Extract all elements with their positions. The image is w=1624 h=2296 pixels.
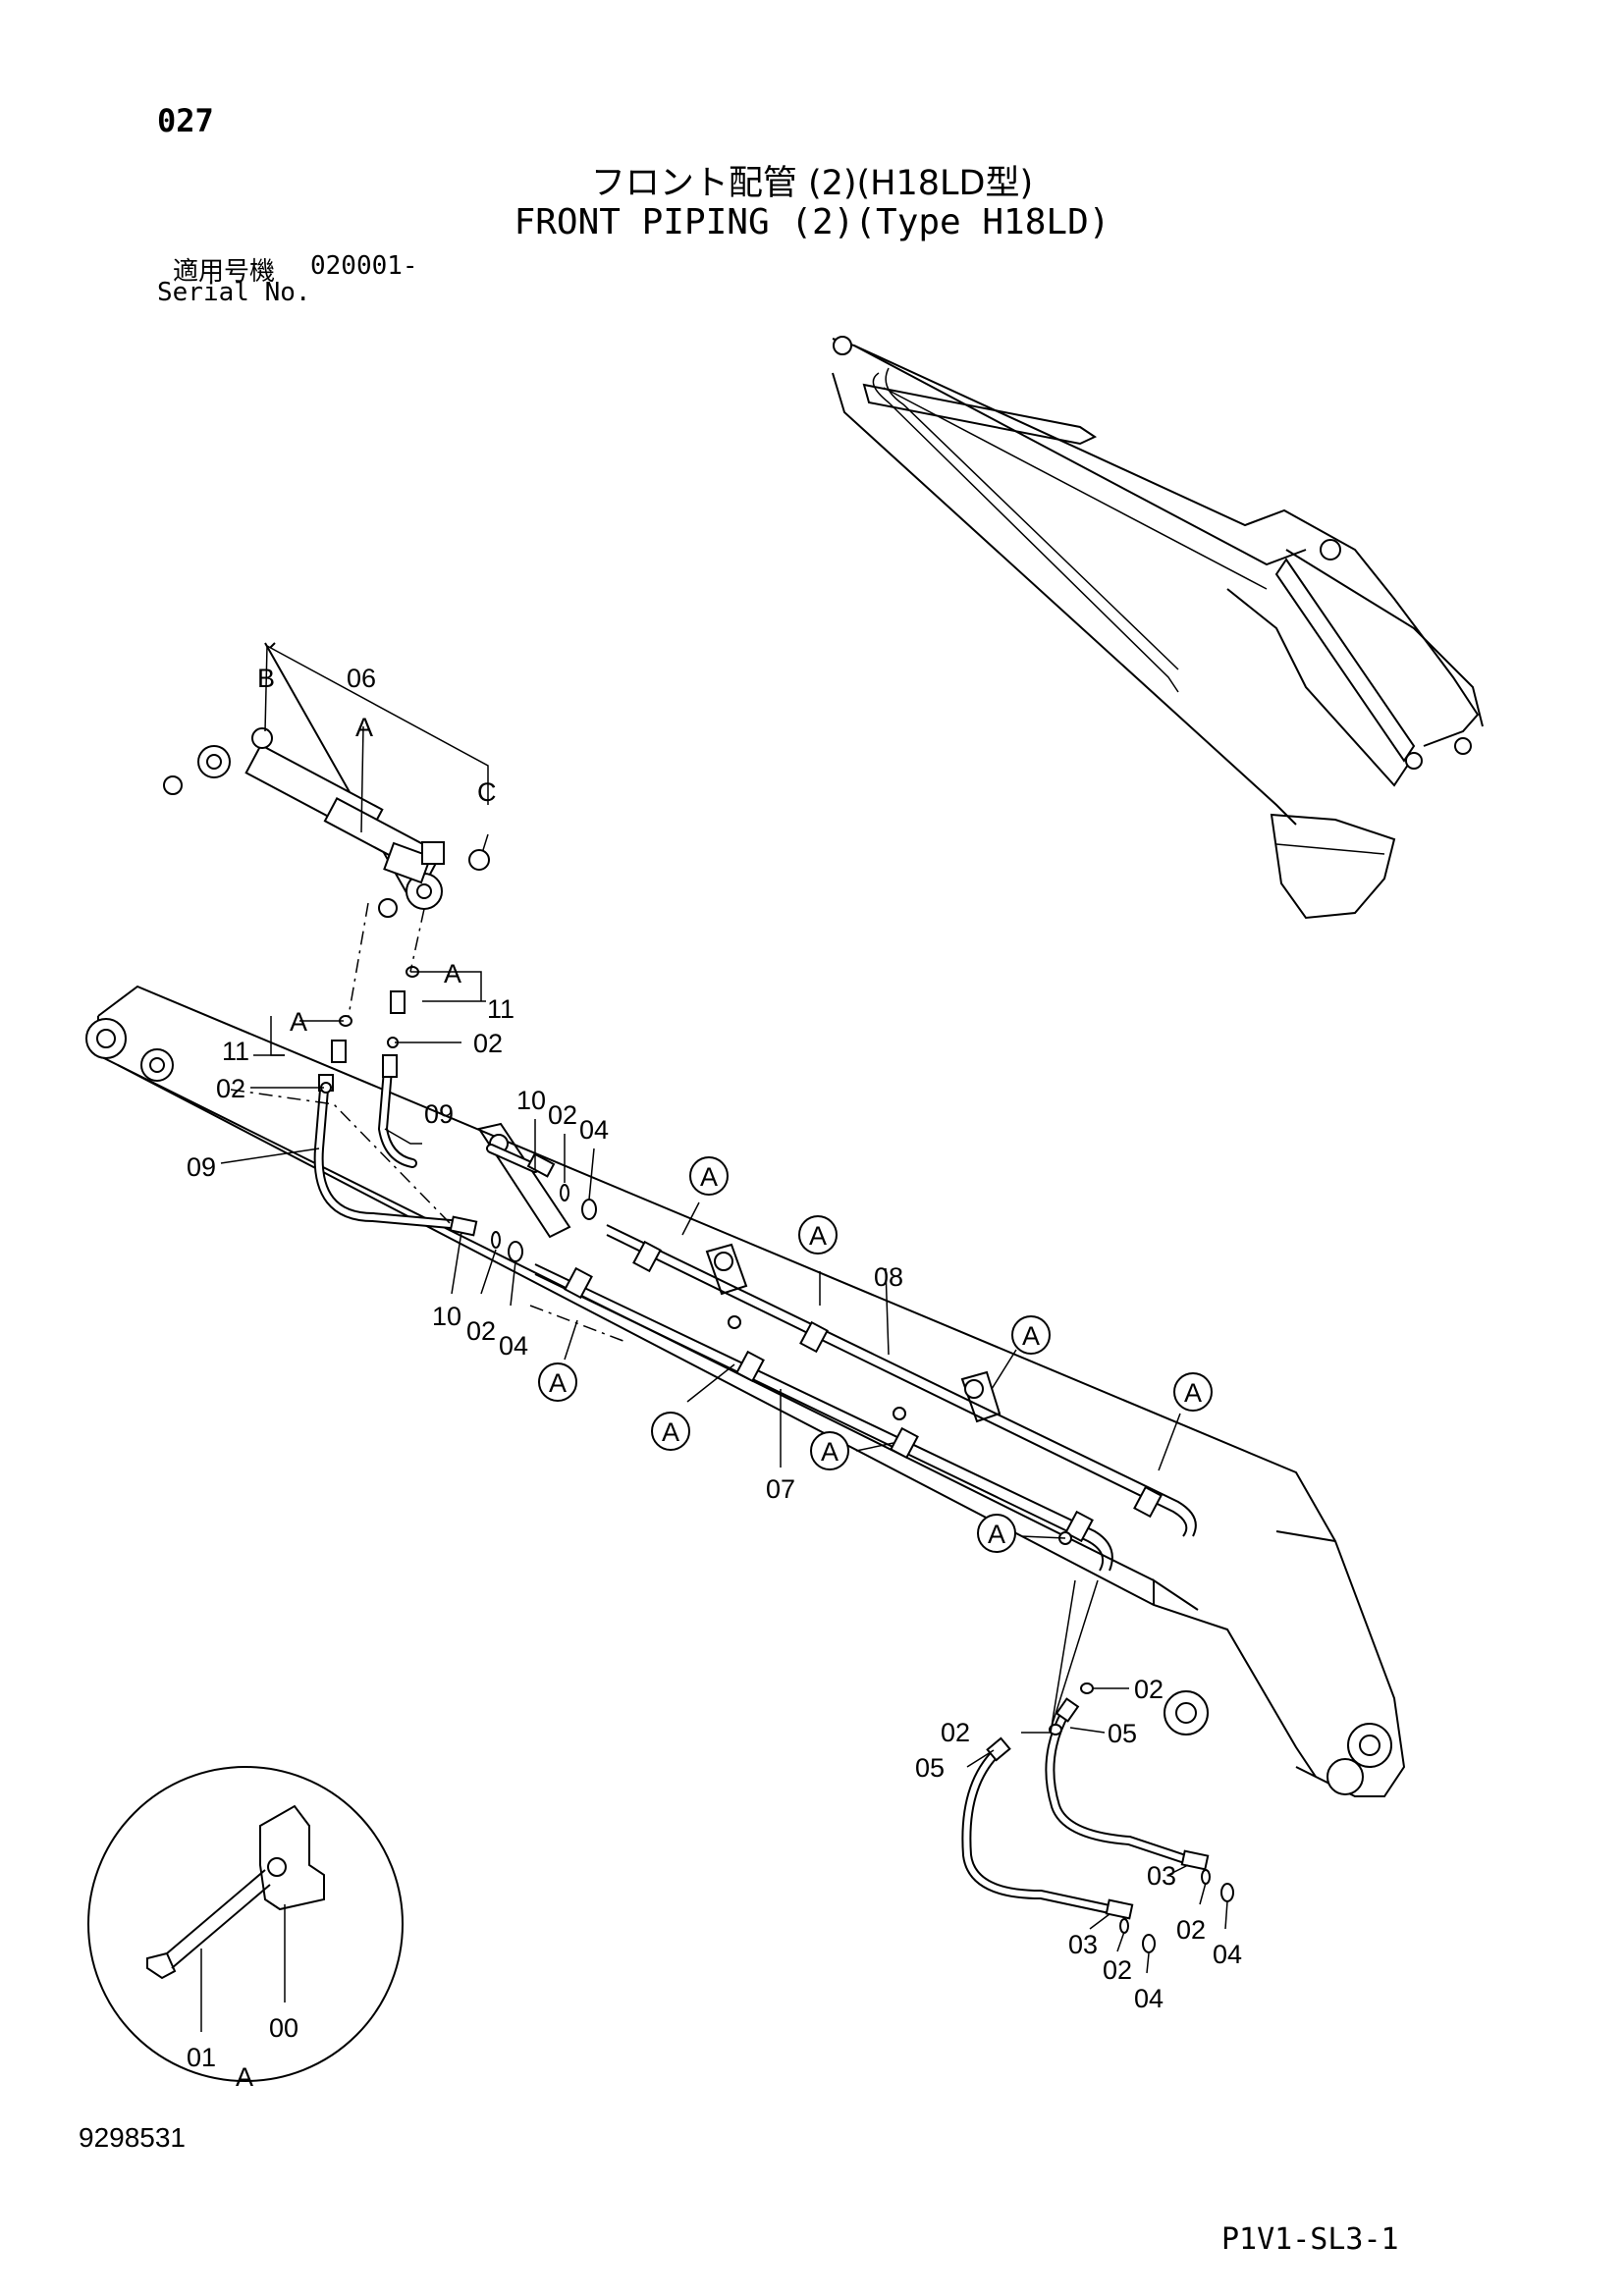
callout-11-left: 11 (222, 1037, 249, 1066)
circled-a-1: A (700, 1162, 718, 1192)
circled-a-3: A (1022, 1321, 1040, 1351)
detail-view-a (87, 1766, 404, 2082)
callout-02-upper: 02 (548, 1100, 577, 1130)
callout-c: C (477, 777, 497, 807)
callout-11-right: 11 (487, 994, 514, 1024)
document-number: 9298531 (79, 2122, 187, 2153)
seals-washers (320, 966, 1234, 1953)
callout-04-lower: 04 (499, 1331, 528, 1361)
circled-references (538, 1156, 1213, 1553)
circled-a-7: A (821, 1437, 839, 1467)
callout-02-lower: 02 (466, 1316, 496, 1346)
callout-08: 08 (874, 1262, 903, 1292)
callout-02-hose-left: 02 (1103, 1955, 1132, 1985)
callout-06: 06 (347, 664, 376, 693)
callout-03-right: 03 (1147, 1861, 1176, 1891)
callout-a-left-fitting: A (290, 1007, 307, 1037)
callout-02-right-arm: 02 (1134, 1675, 1164, 1704)
callout-10-lower: 10 (432, 1302, 461, 1331)
callout-02-hose-right: 02 (1176, 1915, 1206, 1945)
serial-label-japanese: 適用号機 (173, 257, 276, 287)
callout-02-left: 02 (216, 1074, 245, 1103)
circled-a-8: A (988, 1520, 1005, 1549)
circled-a-4: A (1184, 1378, 1202, 1408)
callout-07: 07 (766, 1474, 795, 1504)
callout-05-right: 05 (1108, 1719, 1137, 1748)
callout-02-right: 02 (473, 1029, 503, 1058)
serial-label-english: Serial No. (157, 278, 311, 307)
callout-05-left: 05 (915, 1753, 945, 1783)
hoses (313, 990, 1210, 1920)
title-english: FRONT PIPING (2)(Type H18LD) (514, 202, 1110, 242)
callout-labels: 06 A B C A 11 02 A 11 02 09 09 10 02 04 … (187, 664, 1242, 2092)
callout-04-hose-right: 04 (1213, 1940, 1242, 1969)
callout-09-lower: 09 (187, 1152, 216, 1182)
arm-body (85, 985, 1406, 1797)
cylinder-assembly (163, 642, 490, 918)
callout-03-left: 03 (1068, 1930, 1098, 1959)
page-number: 027 (157, 102, 214, 139)
circled-a-6: A (662, 1417, 679, 1447)
callout-00: 00 (269, 2013, 298, 2043)
excavator-front-overview (832, 336, 1484, 920)
serial-value: 020001- (310, 251, 418, 281)
callout-a-detail: A (236, 2062, 253, 2092)
arm-pipes (534, 1224, 1197, 1572)
callout-02-lower-arm: 02 (941, 1718, 970, 1747)
circled-a-5: A (549, 1368, 567, 1398)
callout-a-right-fitting: A (444, 959, 461, 988)
callout-09-upper: 09 (424, 1099, 454, 1129)
callout-01: 01 (187, 2043, 216, 2072)
title-japanese: フロント配管 (2)(H18LD型) (590, 164, 1034, 203)
callout-b: B (257, 664, 275, 693)
callout-10-upper: 10 (516, 1086, 546, 1115)
callout-04-upper: 04 (579, 1115, 609, 1145)
callout-a-cylinder: A (355, 713, 373, 742)
leader-lines (220, 902, 1228, 1974)
circled-a-2: A (809, 1221, 827, 1251)
sheet-reference: P1V1-SL3-1 (1221, 2222, 1399, 2257)
callout-04-hose-left: 04 (1134, 1984, 1164, 2013)
